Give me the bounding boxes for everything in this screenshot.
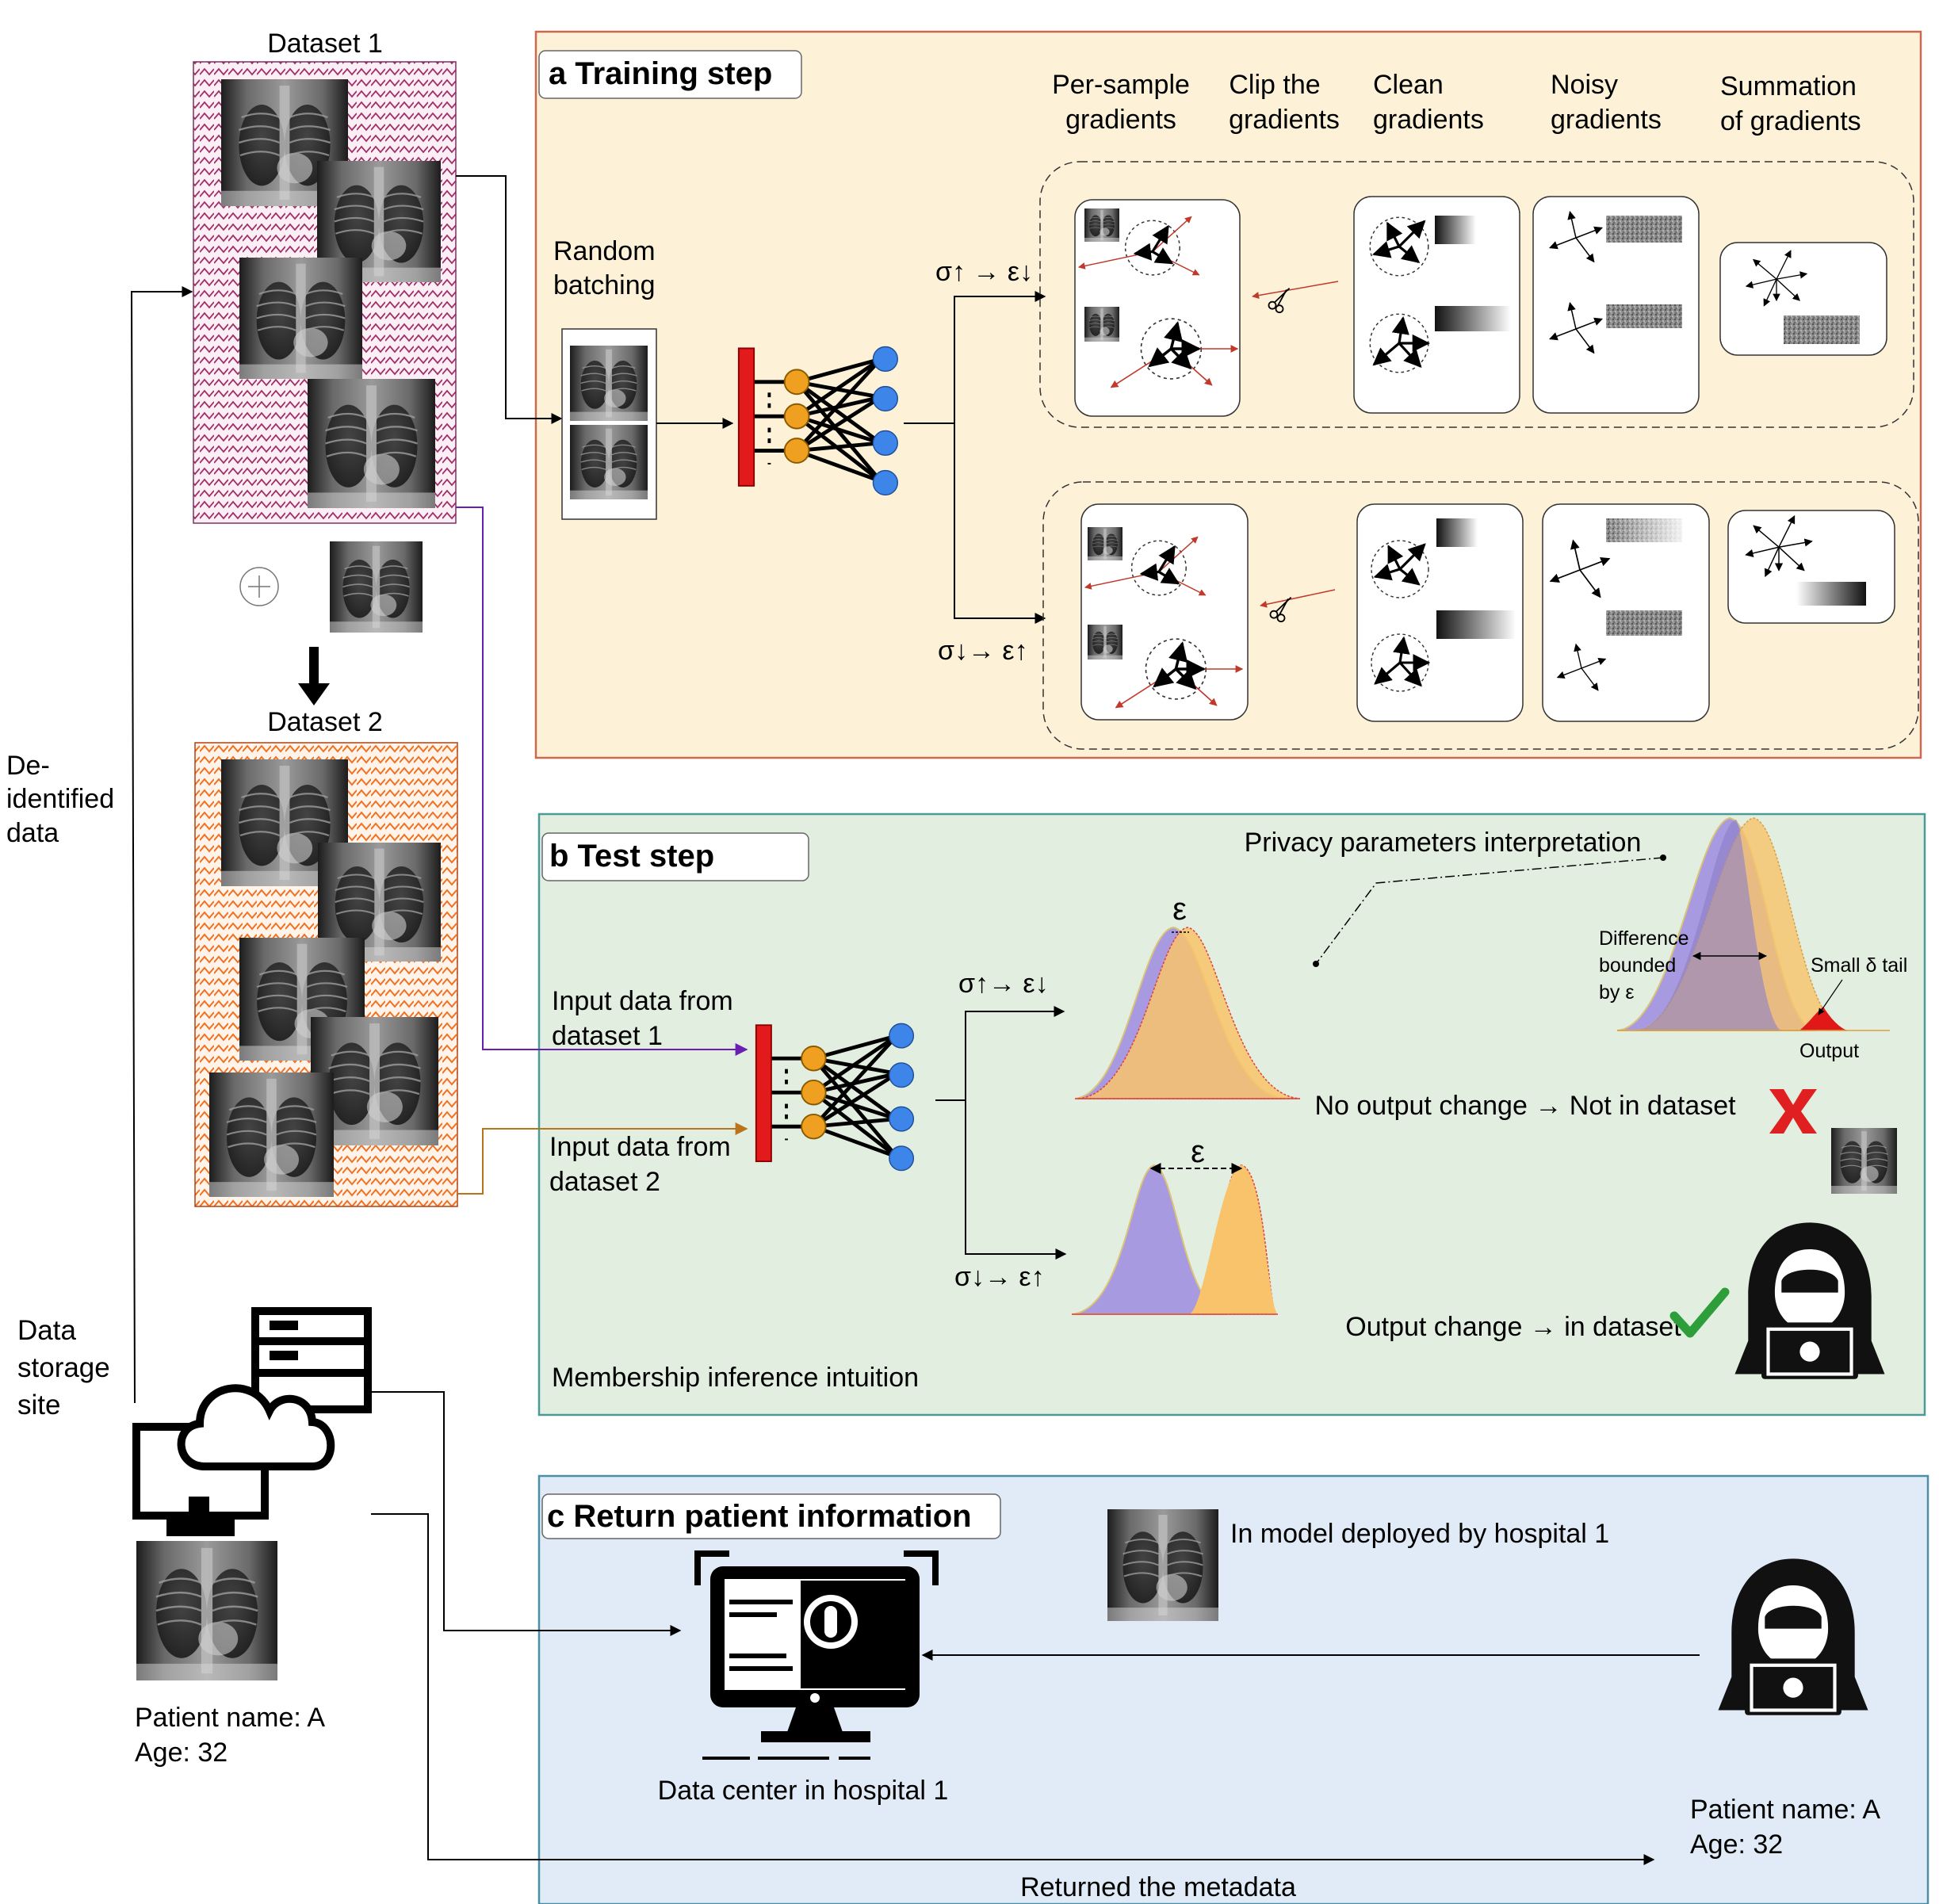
input-dataset2-label: Input data from dataset 2	[549, 1132, 738, 1197]
xray-image	[209, 1072, 334, 1197]
separated-distributions	[1071, 1164, 1279, 1315]
xray-image	[308, 379, 435, 508]
xray-image	[570, 346, 648, 421]
deployed-model-label: In model deployed by hospital 1	[1230, 1519, 1609, 1549]
branch-low-noise	[1042, 481, 1919, 750]
xray-image	[570, 425, 648, 499]
overlapping-distributions	[1074, 926, 1301, 1099]
deidentified-arrow	[130, 286, 193, 1404]
patient-age-right: Age: 32	[1690, 1829, 1783, 1860]
panel-c-title: c Return patient information	[547, 1499, 972, 1534]
gradient-bar	[1796, 582, 1866, 606]
output-change-label: Output change → in dataset	[1345, 1312, 1681, 1342]
xray-image	[239, 258, 362, 379]
output-axis-label: Output	[1799, 1040, 1859, 1062]
dataset1-to-batch-arrow	[456, 175, 563, 424]
patient-name-right: Patient name: A	[1690, 1795, 1880, 1825]
patient-name-left: Patient name: A	[135, 1703, 325, 1733]
privacy-distributions	[1616, 816, 1890, 1031]
panel-b-title-box	[541, 832, 809, 881]
data-center-icon	[694, 1550, 939, 1760]
panel-c-title-box	[541, 1493, 1001, 1539]
storage-to-datacenter-arrow	[369, 1391, 682, 1636]
gradient-bar	[1436, 518, 1478, 547]
xray-image	[330, 541, 423, 633]
privacy-interpretation-label: Privacy parameters interpretation	[1245, 828, 1642, 858]
epsilon-large-label: ε	[1191, 1134, 1205, 1169]
xray-image	[1084, 307, 1119, 342]
cloud-server-icon	[132, 1307, 372, 1536]
noise-bar	[1606, 610, 1682, 636]
cross-icon	[1769, 1089, 1817, 1134]
noise-bar	[1606, 304, 1682, 328]
returned-metadata-label: Returned the metadata	[1020, 1872, 1296, 1902]
branch-up-arrow	[954, 291, 1046, 423]
check-icon	[1669, 1287, 1730, 1338]
sigma-up-label: σ↑ → ε↓	[935, 257, 1033, 287]
dataset2-to-test-arrow	[457, 1122, 748, 1195]
test-sigma-up-label: σ↑→ ε↓	[958, 969, 1049, 999]
panel-a-title: a Training step	[549, 56, 772, 91]
dataset2-label: Dataset 2	[267, 707, 383, 737]
panel-a-title-box	[538, 50, 802, 99]
clean-gradients-box	[1353, 196, 1520, 414]
xray-image	[1084, 208, 1119, 242]
patient-age-left: Age: 32	[135, 1738, 228, 1768]
delta-tail-pointer	[1818, 979, 1843, 1015]
gradient-bar	[1435, 216, 1476, 244]
gradient-bar	[1435, 306, 1511, 331]
difference-label: Difference bounded by ε	[1599, 927, 1694, 1004]
branch-high-noise	[1039, 161, 1914, 428]
gradient-bar	[1436, 610, 1516, 639]
small-delta-label: Small δ tail	[1811, 954, 1907, 977]
noise-bar	[1606, 216, 1682, 243]
xray-image	[1107, 1509, 1218, 1621]
membership-inference-label: Membership inference intuition	[552, 1363, 919, 1393]
data-center-label: Data center in hospital 1	[658, 1776, 949, 1806]
test-sigma-down-label: σ↓→ ε↑	[954, 1262, 1045, 1292]
dataset1-to-test-arrow	[456, 507, 748, 1056]
xray-image	[1088, 527, 1122, 560]
test-branch-down-arrow	[965, 1100, 1067, 1260]
xray-image	[136, 1541, 277, 1680]
epsilon-small-label: ε	[1172, 892, 1187, 927]
noise-bar	[1784, 315, 1860, 344]
no-output-change-label: No output change → Not in dataset	[1314, 1091, 1736, 1121]
storage-label: Data storage site	[17, 1315, 117, 1420]
input-dataset1-label: Input data from dataset 1	[552, 986, 740, 1051]
privacy-link-line	[1315, 857, 1664, 965]
xray-image	[1831, 1128, 1897, 1194]
clip-arrow	[1260, 589, 1336, 608]
sigma-down-label: σ↓→ ε↑	[938, 636, 1028, 666]
test-branch-up-arrow	[965, 1006, 1065, 1100]
branch-down-arrow	[954, 423, 1046, 624]
summation-box	[1727, 510, 1895, 624]
panel-b-title: b Test step	[549, 839, 714, 874]
deidentified-label: De- identified data	[6, 751, 122, 848]
xray-image	[1088, 625, 1122, 660]
random-batching-label: Random batching	[553, 236, 663, 300]
dataset1-label: Dataset 1	[267, 29, 383, 59]
clip-arrow	[1252, 281, 1339, 300]
per-sample-box	[1080, 503, 1249, 721]
returned-metadata-arrow	[371, 1513, 1655, 1865]
